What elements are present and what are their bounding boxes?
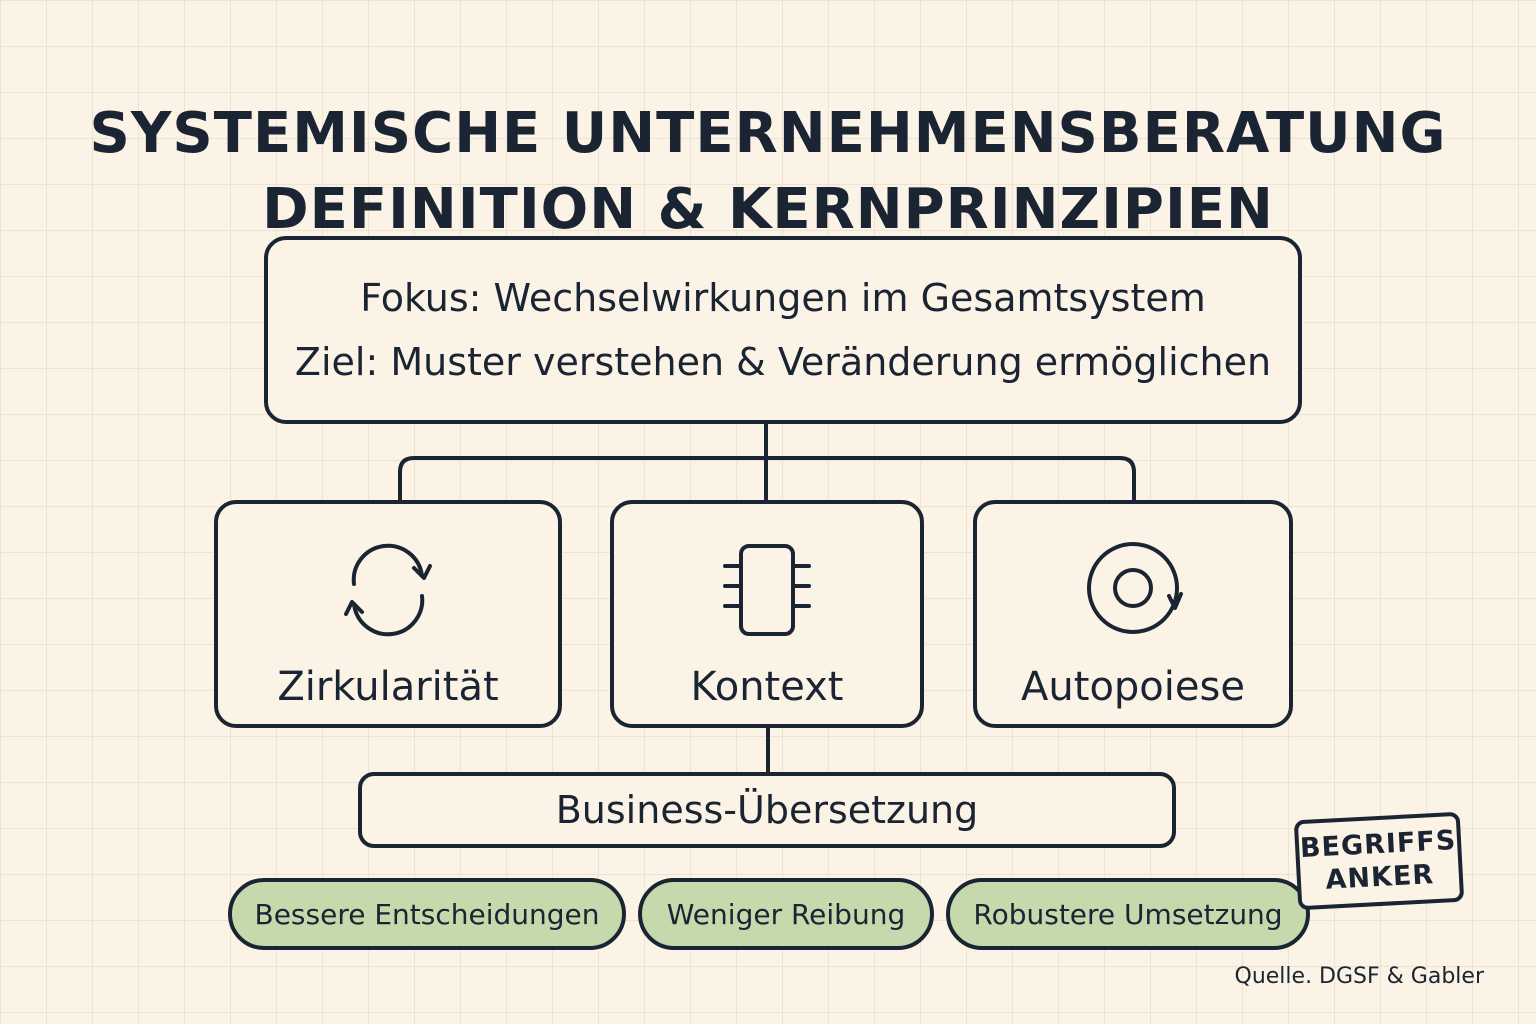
connector-branch <box>398 456 1136 500</box>
business-translation-box: Business-Übersetzung <box>358 772 1176 848</box>
begriffsanker-stamp: BEGRIFFS ANKER <box>1293 811 1465 911</box>
outcome-better-decisions: Bessere Entscheidungen <box>228 878 626 950</box>
title-line-2: DEFINITION & KERNPRINZIPIEN <box>262 176 1274 242</box>
title-line-1: SYSTEMISCHE UNTERNEHMENSBERATUNG <box>89 100 1447 166</box>
page-title: SYSTEMISCHE UNTERNEHMENSBERATUNG DEFINIT… <box>0 96 1536 248</box>
outcome-less-friction: Weniger Reibung <box>638 878 934 950</box>
business-translation-label: Business-Übersetzung <box>555 788 979 832</box>
definition-ziel: Ziel: Muster verstehen & Veränderung erm… <box>294 340 1272 384</box>
outcome-robust-implementation: Robustere Umsetzung <box>946 878 1310 950</box>
principle-label: Autopoiese <box>1021 664 1245 710</box>
principle-autopoiese: Autopoiese <box>973 500 1293 728</box>
stamp-line-1: BEGRIFFS <box>1299 824 1458 865</box>
self-loop-icon <box>1087 542 1183 634</box>
source-credit: Quelle. DGSF & Gabler <box>1234 964 1484 989</box>
principle-label: Zirkularität <box>277 664 499 710</box>
chip-icon <box>723 544 811 636</box>
definition-box: Fokus: Wechselwirkungen im Gesamtsystem … <box>264 236 1302 424</box>
definition-fokus: Fokus: Wechselwirkungen im Gesamtsystem <box>360 276 1206 320</box>
principle-label: Kontext <box>690 664 844 710</box>
circular-arrows-icon <box>344 543 432 637</box>
stamp-line-2: ANKER <box>1324 859 1435 896</box>
principle-kontext: Kontext <box>610 500 924 728</box>
principle-zirkularitaet: Zirkularität <box>214 500 562 728</box>
